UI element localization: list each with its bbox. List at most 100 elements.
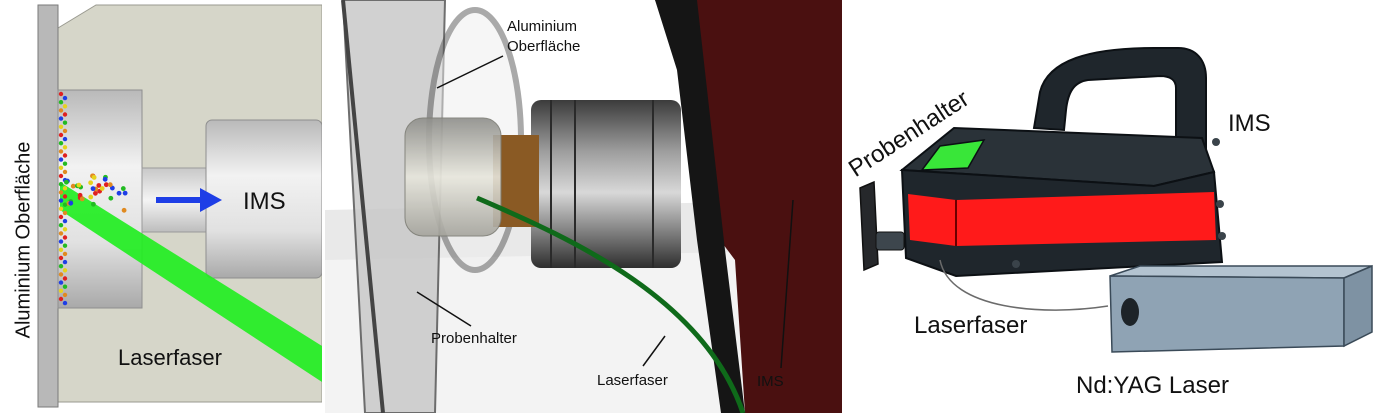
particle-cloud	[64, 173, 128, 213]
laser-box-front	[1109, 275, 1345, 353]
panel-right-device: Probenhalter IMS Laserfaser Nd:YAG Laser	[844, 0, 1384, 413]
particle	[88, 194, 94, 200]
particle	[58, 288, 64, 293]
particle	[91, 175, 97, 180]
panel-middle-render: Aluminium Oberfläche Probenhalter Laserf…	[325, 0, 842, 413]
particle	[58, 100, 64, 105]
middle-fiber-label: Laserfaser	[597, 372, 668, 389]
particle	[62, 292, 68, 298]
particle	[103, 182, 109, 188]
particle	[58, 141, 64, 146]
particle	[58, 132, 64, 138]
particle	[62, 186, 68, 191]
particle	[96, 183, 102, 188]
particle	[62, 136, 68, 142]
particle	[68, 200, 74, 206]
particle	[122, 190, 128, 196]
leader-line-ims	[780, 199, 794, 369]
particle	[58, 124, 64, 129]
particle	[62, 300, 68, 306]
particle	[62, 276, 68, 281]
particle	[58, 255, 64, 261]
middle-ims-label: IMS	[757, 373, 784, 390]
particle	[108, 195, 114, 201]
particle	[58, 198, 64, 203]
particle-strip	[58, 91, 68, 306]
laser-fiber	[476, 195, 746, 413]
particle	[58, 157, 64, 162]
laser-fiber-cable	[939, 259, 1109, 311]
particle	[58, 165, 64, 170]
particle	[58, 280, 64, 285]
particle	[58, 239, 64, 244]
particle	[62, 227, 68, 232]
particle	[58, 149, 64, 154]
particle	[58, 173, 64, 179]
particle	[62, 95, 68, 101]
right-fiber-label: Laserfaser	[914, 312, 1028, 339]
particle	[62, 145, 68, 150]
particle	[62, 161, 68, 166]
particle	[99, 186, 105, 191]
particle	[90, 186, 96, 192]
cutaway-drawing	[37, 4, 322, 408]
particle	[76, 182, 82, 188]
particle	[79, 196, 85, 202]
particle	[62, 169, 68, 175]
right-laser-label: Nd:YAG Laser	[1076, 372, 1229, 399]
particle	[58, 296, 64, 302]
particle	[58, 247, 64, 252]
middle-surface-label-1: Aluminium	[507, 18, 578, 35]
particle	[62, 128, 68, 134]
left-surface-label: Aluminium Oberfläche	[12, 141, 35, 339]
particle	[58, 190, 64, 195]
particle	[62, 153, 68, 158]
holder-connector	[875, 231, 905, 251]
particle	[62, 202, 68, 207]
particle	[62, 104, 68, 109]
particle	[58, 206, 64, 211]
particle	[62, 112, 68, 117]
particle	[58, 272, 64, 277]
particle	[93, 190, 98, 196]
glass-cylinder	[404, 117, 502, 237]
middle-surface-label-2: Oberfläche	[507, 38, 581, 55]
device-handle	[1032, 47, 1207, 151]
metal-connector	[531, 100, 681, 268]
particle	[58, 231, 64, 236]
particle	[62, 235, 68, 240]
particle	[58, 116, 64, 121]
left-ims-label: IMS	[243, 188, 286, 215]
particle	[62, 243, 68, 248]
particle	[58, 182, 64, 187]
particle	[88, 180, 94, 186]
ims-red-band	[908, 194, 956, 246]
particle	[102, 176, 108, 182]
flow-arrow-icon	[156, 188, 222, 212]
particle	[62, 259, 68, 265]
particle	[62, 210, 68, 216]
aluminium-plate	[37, 4, 59, 408]
particle	[64, 179, 69, 185]
particle	[62, 268, 68, 273]
leader-line-surface	[436, 55, 504, 89]
panel-left-cutaway: IMS Laserfaser Aluminium Oberfläche	[0, 0, 322, 413]
leader-line-fiber	[642, 335, 666, 367]
leader-line-holder	[416, 291, 472, 327]
particle	[62, 218, 68, 224]
render-drawing	[325, 0, 842, 413]
laser-box-side	[1343, 264, 1373, 348]
particle	[62, 284, 68, 289]
particle	[62, 251, 68, 257]
laser-aperture	[1121, 298, 1139, 326]
particle	[121, 207, 127, 213]
device-drawing	[844, 0, 1384, 413]
sample-holder-plate	[859, 180, 879, 272]
particle	[58, 223, 64, 228]
particle	[58, 214, 64, 220]
sample-holder-plate	[341, 0, 447, 413]
particle	[70, 183, 76, 189]
left-fiber-label: Laserfaser	[118, 345, 222, 370]
particle	[120, 186, 126, 191]
laser-fiber-beam	[60, 182, 322, 382]
